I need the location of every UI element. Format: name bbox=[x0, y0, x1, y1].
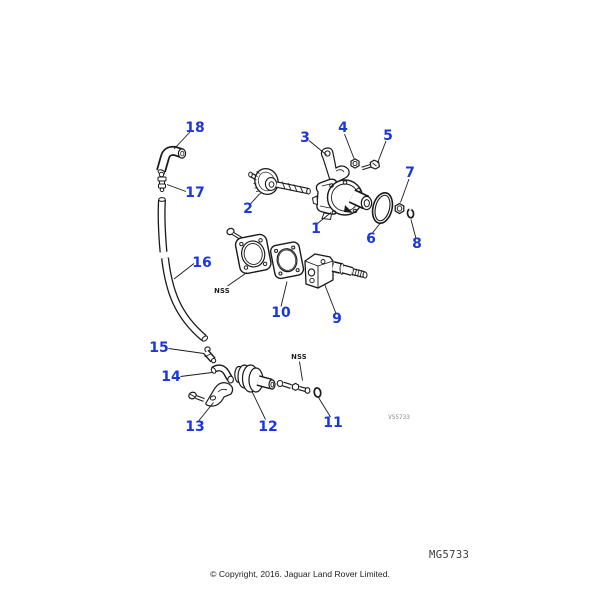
callout-9: 9 bbox=[332, 311, 342, 327]
leader-nss-lower bbox=[299, 361, 303, 381]
part-o-ring bbox=[371, 191, 394, 225]
part-fittings-chain bbox=[276, 379, 311, 394]
leader-3 bbox=[308, 140, 327, 156]
callout-6: 6 bbox=[366, 231, 376, 247]
callout-7: 7 bbox=[405, 165, 415, 181]
part-elbow-connector bbox=[156, 145, 187, 175]
callout-11: 11 bbox=[323, 415, 342, 431]
callout-12: 12 bbox=[258, 419, 277, 435]
part-nut-large bbox=[394, 202, 405, 215]
callout-18: 18 bbox=[185, 120, 204, 136]
callout-16: 16 bbox=[192, 255, 211, 271]
leader-2 bbox=[249, 194, 260, 205]
leader-9 bbox=[324, 283, 337, 314]
part-nut-small bbox=[350, 158, 360, 169]
callout-4: 4 bbox=[338, 120, 348, 136]
nss-label-lower: NSS bbox=[291, 353, 307, 361]
callout-1: 1 bbox=[311, 221, 321, 237]
callout-15: 15 bbox=[149, 340, 168, 356]
leader-13 bbox=[198, 402, 214, 421]
leader-lines bbox=[166, 131, 417, 421]
callout-17: 17 bbox=[185, 185, 204, 201]
leader-1 bbox=[317, 212, 332, 224]
leader-18 bbox=[173, 131, 191, 150]
part-gear-shaft bbox=[248, 167, 311, 196]
callout-3: 3 bbox=[300, 130, 310, 146]
part-bolt-clamp bbox=[188, 382, 234, 407]
leader-6 bbox=[371, 223, 381, 234]
part-small-o-ring bbox=[313, 387, 322, 398]
leader-7 bbox=[400, 178, 410, 203]
leader-11 bbox=[318, 397, 331, 418]
callout-2: 2 bbox=[243, 201, 253, 217]
figure-code: MG5733 bbox=[429, 549, 469, 561]
callout-10: 10 bbox=[271, 305, 291, 321]
leader-4 bbox=[344, 133, 355, 159]
watermark-code: VS5733 bbox=[388, 414, 410, 421]
part-hose bbox=[157, 197, 209, 342]
callout-numbers: 1 2 3 4 5 6 7 8 9 10 11 12 13 14 15 16 1… bbox=[149, 120, 422, 435]
leader-15 bbox=[168, 348, 205, 354]
callout-14: 14 bbox=[161, 369, 181, 385]
part-connector bbox=[157, 171, 167, 193]
leader-16 bbox=[173, 263, 195, 280]
part-pump bbox=[311, 178, 373, 221]
callout-8: 8 bbox=[412, 236, 422, 252]
leader-12 bbox=[251, 391, 266, 420]
part-bracket bbox=[320, 147, 350, 184]
leader-nss-upper bbox=[227, 272, 248, 287]
part-actuator-bellows bbox=[234, 364, 276, 393]
part-elbow-pipe bbox=[210, 364, 234, 384]
part-bolt bbox=[361, 159, 381, 171]
callout-13: 13 bbox=[185, 419, 204, 435]
copyright-line: © Copyright, 2016. Jaguar Land Rover Lim… bbox=[210, 569, 390, 579]
leader-8 bbox=[410, 219, 417, 239]
nss-label-upper: NSS bbox=[214, 287, 230, 295]
part-hose-fitting bbox=[203, 346, 217, 364]
part-cover-plate bbox=[226, 227, 272, 275]
leader-10 bbox=[280, 281, 288, 307]
part-valve-assembly bbox=[304, 253, 368, 289]
part-gasket bbox=[269, 241, 305, 280]
leader-17 bbox=[166, 184, 187, 192]
leader-14 bbox=[180, 372, 213, 377]
leader-5 bbox=[377, 140, 387, 164]
callout-5: 5 bbox=[383, 128, 393, 144]
part-washer bbox=[406, 208, 415, 219]
